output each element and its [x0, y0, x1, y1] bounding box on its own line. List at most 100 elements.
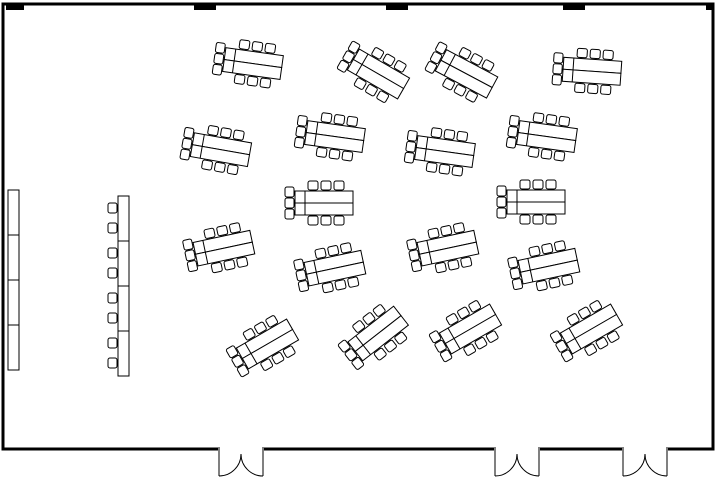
chair	[445, 313, 459, 326]
chair	[347, 40, 361, 54]
chair	[451, 165, 464, 177]
chair	[297, 280, 310, 293]
chair	[181, 137, 193, 150]
chair	[384, 339, 397, 353]
chair	[353, 77, 367, 90]
chair	[342, 50, 355, 64]
head-table	[107, 195, 130, 377]
chair	[226, 164, 239, 176]
chair	[507, 125, 519, 138]
chair	[541, 243, 554, 255]
chair	[456, 130, 469, 142]
classroom-table-group	[551, 47, 623, 95]
chair	[373, 347, 387, 361]
chair	[362, 312, 376, 325]
chair	[574, 82, 586, 94]
chair	[561, 274, 574, 286]
chair	[545, 114, 558, 125]
chair	[465, 90, 478, 103]
chair	[427, 227, 440, 239]
chair	[545, 179, 557, 190]
chair	[382, 53, 396, 67]
chair	[179, 148, 191, 161]
double-door[interactable]	[494, 446, 540, 477]
chair	[553, 240, 566, 252]
chair	[236, 256, 249, 268]
chair	[470, 53, 483, 66]
chair	[223, 259, 236, 271]
chair	[333, 180, 345, 191]
chair	[406, 130, 418, 142]
chair	[428, 330, 442, 344]
chair	[468, 300, 482, 313]
chair	[452, 222, 465, 234]
chair	[410, 260, 423, 273]
chair	[320, 215, 332, 226]
chair	[293, 258, 305, 271]
chair	[320, 112, 333, 124]
chair	[296, 115, 308, 127]
chair	[551, 74, 563, 86]
chair	[295, 269, 307, 282]
double-door[interactable]	[218, 446, 264, 477]
chair	[351, 357, 365, 370]
chair	[376, 90, 390, 103]
chair	[439, 349, 453, 363]
chair	[246, 75, 259, 87]
chair	[372, 304, 386, 317]
classroom-table-group	[505, 112, 578, 162]
chair	[242, 328, 256, 341]
chair	[578, 306, 591, 320]
chair	[333, 114, 346, 125]
chair	[443, 129, 456, 140]
chair	[336, 59, 350, 73]
chair	[264, 42, 277, 54]
classroom-table-group	[406, 222, 480, 274]
classroom-table-group	[496, 179, 566, 225]
chair	[260, 358, 274, 371]
chair	[589, 48, 601, 60]
chair	[553, 52, 564, 64]
chair	[210, 262, 223, 274]
chair	[284, 197, 295, 209]
chair	[434, 262, 447, 274]
chair	[584, 343, 598, 356]
chair	[295, 125, 307, 138]
classroom-table-group	[424, 41, 499, 103]
chair	[540, 148, 553, 160]
chair	[496, 185, 507, 197]
chair	[440, 225, 453, 237]
classroom-table-group	[549, 300, 624, 363]
chair	[333, 215, 345, 226]
chair	[307, 215, 319, 226]
chair	[231, 354, 244, 368]
chair	[315, 146, 328, 158]
chair	[213, 161, 226, 173]
chair	[595, 336, 609, 350]
chair	[481, 59, 495, 72]
chair	[505, 136, 517, 149]
chair	[425, 161, 438, 173]
chair	[509, 267, 521, 280]
chair	[236, 364, 250, 378]
chair	[233, 73, 246, 85]
double-door[interactable]	[622, 446, 668, 477]
chair	[186, 260, 199, 273]
chair	[284, 186, 295, 198]
chair	[307, 180, 319, 191]
chair	[442, 78, 455, 91]
classroom-table-group	[284, 180, 354, 226]
chair	[365, 83, 378, 97]
chair	[203, 227, 216, 239]
chair	[259, 77, 272, 89]
chair	[587, 83, 599, 95]
chair	[453, 84, 467, 97]
chair	[519, 214, 531, 225]
chair	[532, 179, 544, 190]
chair	[558, 115, 571, 127]
classroom-table-group	[428, 300, 503, 363]
chair	[528, 245, 541, 257]
classroom-table-group	[507, 240, 581, 292]
chair	[485, 330, 499, 343]
chair	[341, 150, 354, 162]
